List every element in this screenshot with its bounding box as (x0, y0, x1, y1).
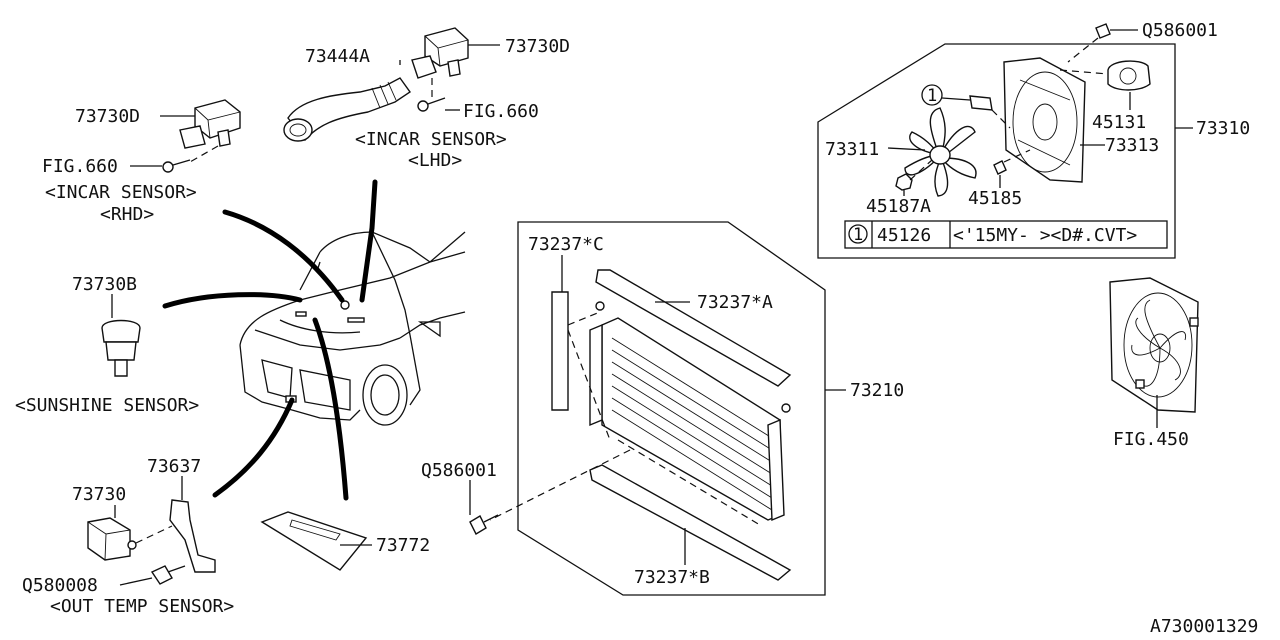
label-73310: 73310 (1196, 118, 1250, 139)
label-73210: 73210 (850, 380, 904, 401)
table-condition: <'15MY- ><D#.CVT> (953, 225, 1137, 246)
fan-group-frame (817, 43, 1176, 259)
fig450-shroud-drawing (1109, 277, 1199, 413)
label-73730D-top: 73730D (505, 36, 570, 57)
incar-sensor-lhd-drawing (424, 27, 469, 67)
bolt-q586001-drawing (469, 515, 487, 535)
label-45131: 45131 (1092, 112, 1146, 133)
pointer-line-incar-lhd (359, 179, 378, 303)
pointer-line-incar-rhd (222, 209, 345, 303)
out-temp-sensor-group: 73637 73730 Q580008 <OUT TEMP SENSOR> (22, 456, 234, 617)
incar-sensor-rhd-group: 73730D FIG.660 <INCAR SENSOR> <RHD> (42, 99, 241, 225)
label-73311: 73311 (825, 139, 879, 160)
label-73772: 73772 (376, 535, 430, 556)
label-rhd: <RHD> (100, 204, 154, 225)
fan-blade-drawing (904, 107, 977, 197)
label-fig450: FIG.450 (1113, 429, 1189, 450)
label-q586001-top: Q586001 (1142, 20, 1218, 41)
label-73730D-left: 73730D (75, 106, 140, 127)
parts-condition-table: 1 45126 <'15MY- ><D#.CVT> (844, 220, 1168, 249)
table-callout-number: 1 (853, 225, 863, 245)
seal-73237C-drawing (551, 291, 569, 411)
label-73730B: 73730B (72, 274, 137, 295)
seal-73237A-drawing (595, 269, 792, 387)
label-fig660-lhd: FIG.660 (463, 101, 539, 122)
label-73237A: 73237*A (697, 292, 773, 313)
pointer-line-73772 (312, 317, 349, 501)
label-73637: 73637 (147, 456, 201, 477)
label-45185: 45185 (968, 188, 1022, 209)
label-q580008: Q580008 (22, 575, 98, 596)
out-temp-sensor-drawing (87, 517, 131, 561)
label-sunshine-sensor: <SUNSHINE SENSOR> (15, 395, 199, 416)
incar-sensor-lhd-group: 73444A 73730D FIG.660 <INCAR SENSOR> <LH… (283, 27, 570, 171)
sunshine-sensor-drawing (101, 319, 141, 343)
connector-drawing (969, 95, 993, 111)
label-73444A: 73444A (305, 46, 370, 67)
hose-end-drawing (283, 118, 313, 142)
seal-73237B-drawing (589, 464, 792, 581)
diagram-id: A730001329 (1150, 616, 1258, 637)
condenser-group: 73210 73237*C 73237*A 73237*B (421, 221, 904, 596)
label-73237B: 73237*B (634, 567, 710, 588)
vehicle-outline-drawing (239, 231, 466, 426)
pointer-line-outtemp (212, 397, 295, 498)
label-73730: 73730 (72, 484, 126, 505)
label-q586001-mid: Q586001 (421, 460, 497, 481)
bolt-45185-drawing (993, 160, 1007, 175)
table-part-number: 45126 (877, 225, 931, 246)
callout-1-number: 1 (927, 86, 937, 106)
aspirator-hose-drawing (287, 77, 411, 142)
condenser-group-frame (517, 221, 826, 596)
pointer-line-sunshine (162, 292, 303, 309)
label-73237C: 73237*C (528, 234, 604, 255)
fig450-group: FIG.450 (1109, 277, 1199, 450)
nut-45187A-drawing (895, 173, 913, 191)
label-fig660-rhd: FIG.660 (42, 156, 118, 177)
label-73313: 73313 (1105, 135, 1159, 156)
label-incar-sensor-lhd: <INCAR SENSOR> (355, 129, 507, 150)
label-45187A: 45187A (866, 196, 931, 217)
pad-73772-group: 73772 (260, 511, 430, 571)
bolt-q586001-top-drawing (1095, 23, 1111, 39)
fan-shroud-group: 73310 Q586001 45131 1 (817, 20, 1250, 259)
bracket-73637-drawing (169, 499, 216, 573)
pad-73772-drawing (260, 511, 368, 571)
fan-motor-drawing (1107, 60, 1151, 91)
label-lhd: <LHD> (408, 150, 462, 171)
incar-sensor-rhd-drawing (194, 99, 241, 139)
table-callout-circle (848, 224, 868, 244)
callout-1-circle (921, 84, 943, 106)
label-out-temp-sensor: <OUT TEMP SENSOR> (50, 596, 234, 617)
label-incar-sensor-rhd: <INCAR SENSOR> (45, 182, 197, 203)
sunshine-sensor-group: 73730B <SUNSHINE SENSOR> (15, 274, 199, 416)
fan-shroud-drawing (1003, 57, 1086, 183)
